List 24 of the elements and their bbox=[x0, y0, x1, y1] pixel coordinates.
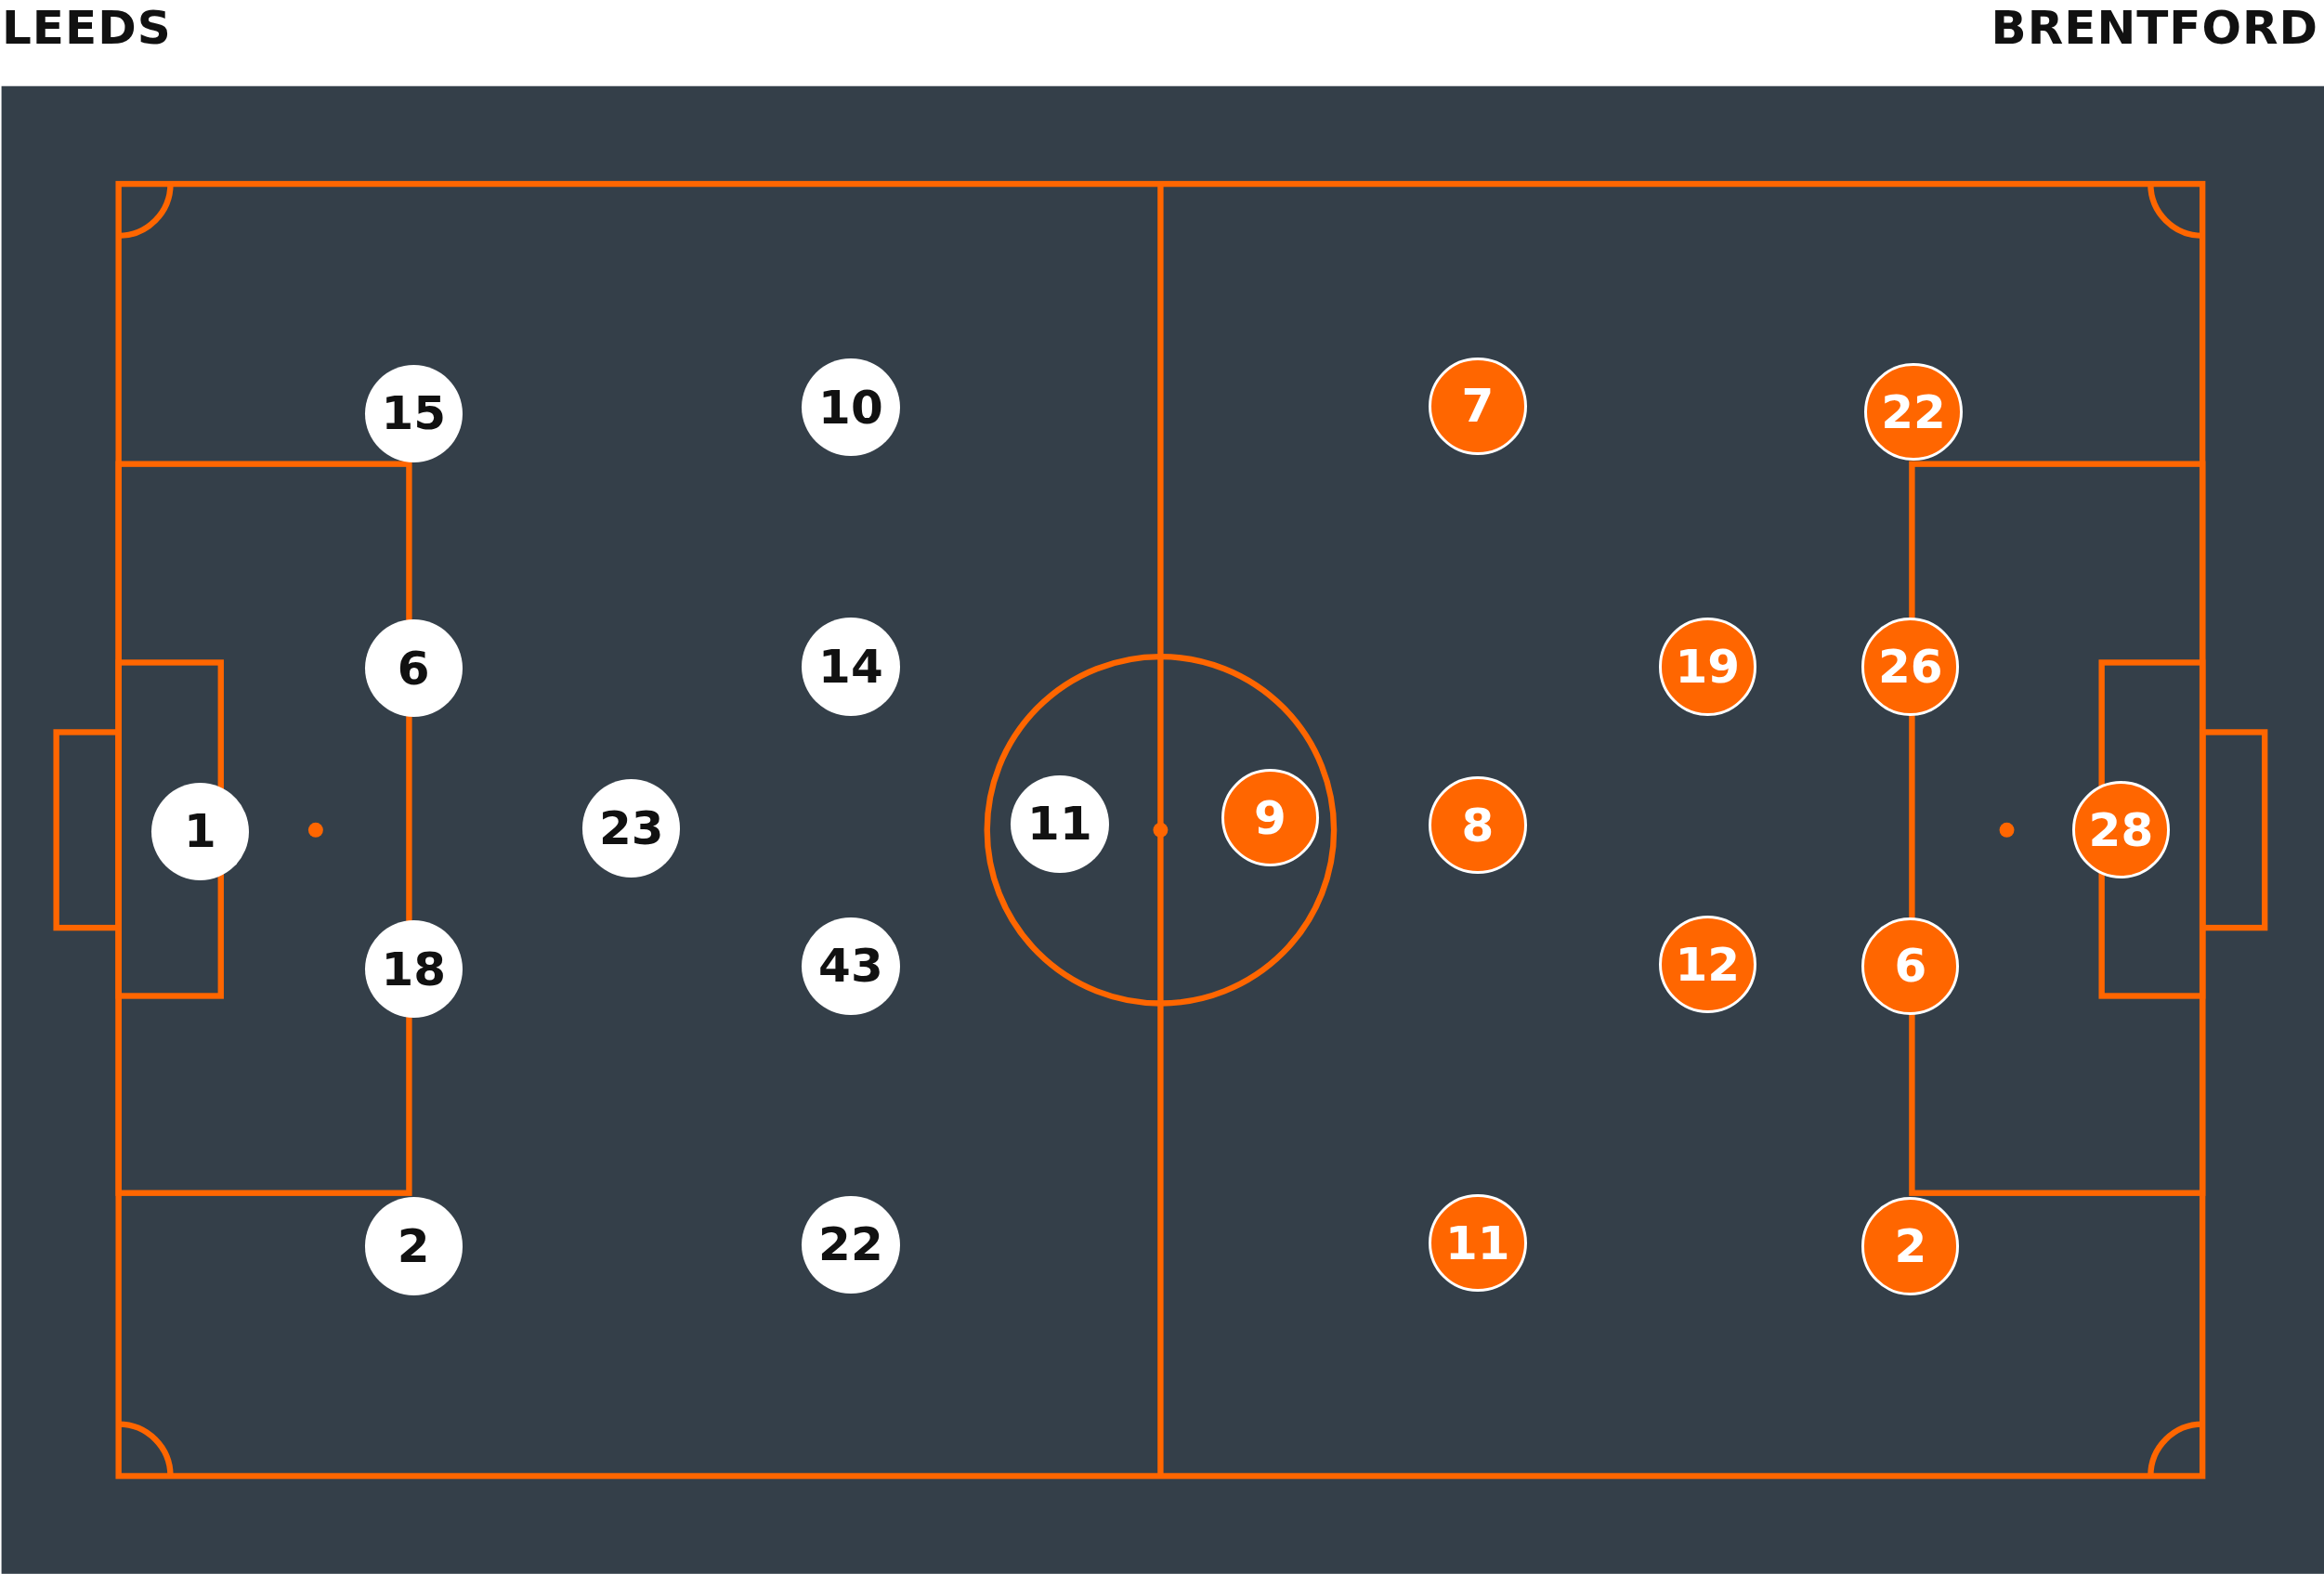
player-number: 6 bbox=[397, 644, 430, 692]
player-number: 14 bbox=[818, 644, 883, 691]
player-number: 28 bbox=[2088, 806, 2154, 853]
player-number: 2 bbox=[397, 1222, 430, 1269]
player-number: 7 bbox=[1461, 383, 1495, 430]
player-number: 12 bbox=[1675, 941, 1740, 988]
player-number: 19 bbox=[1675, 644, 1740, 691]
player-number: 8 bbox=[1461, 801, 1495, 849]
player-number: 23 bbox=[598, 804, 664, 852]
player-number: 26 bbox=[1878, 644, 1943, 691]
player-number: 1 bbox=[184, 808, 216, 855]
player-number: 11 bbox=[1027, 800, 1092, 848]
player-number: 18 bbox=[381, 945, 446, 993]
player-number: 43 bbox=[818, 943, 883, 990]
player-number: 9 bbox=[1254, 794, 1286, 841]
player-number: 2 bbox=[1894, 1222, 1927, 1269]
player-number: 15 bbox=[381, 390, 446, 437]
team-name: LEEDS bbox=[2, 0, 172, 56]
player-number: 22 bbox=[1881, 388, 1946, 436]
team-name: BRENTFORD bbox=[1991, 0, 2318, 56]
player-number: 10 bbox=[818, 384, 883, 431]
player-number: 6 bbox=[1894, 943, 1927, 990]
player-number: 22 bbox=[818, 1221, 883, 1268]
player-number: 11 bbox=[1445, 1219, 1510, 1267]
